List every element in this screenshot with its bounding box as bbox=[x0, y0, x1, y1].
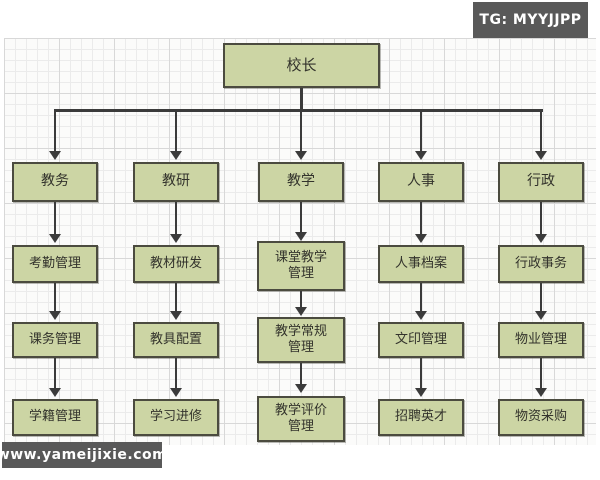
node-course-affairs-management: 课务管理 bbox=[12, 322, 98, 358]
node-study-further-training: 学习进修 bbox=[133, 399, 219, 436]
connector-arrowhead bbox=[170, 151, 182, 160]
connector-arrowhead bbox=[295, 232, 307, 241]
connector-col5-c bbox=[540, 358, 542, 388]
connector-root-stem bbox=[300, 88, 303, 111]
node-classroom-teaching-management: 课堂教学 管理 bbox=[257, 241, 345, 291]
node-administration: 行政 bbox=[498, 162, 584, 202]
connector-col1-c bbox=[54, 358, 56, 388]
connector-arrowhead bbox=[295, 307, 307, 316]
node-academic-affairs: 教务 bbox=[12, 162, 98, 202]
node-teaching-evaluation-management: 教学评价 管理 bbox=[257, 396, 345, 442]
connector-col3-c bbox=[300, 363, 302, 384]
node-personnel: 人事 bbox=[378, 162, 464, 202]
connector-arrowhead bbox=[415, 388, 427, 397]
node-principal: 校长 bbox=[223, 43, 380, 88]
connector-col5-a bbox=[540, 202, 542, 235]
connector-col2-a bbox=[175, 202, 177, 235]
telegram-watermark-badge: TG: MYYJJPP bbox=[473, 2, 588, 38]
connector-arrowhead bbox=[170, 311, 182, 320]
node-student-records-management: 学籍管理 bbox=[12, 399, 98, 436]
connector-arrowhead bbox=[295, 151, 307, 160]
connector-drop-1 bbox=[54, 110, 56, 151]
connector-col3-a bbox=[300, 202, 302, 233]
connector-col4-c bbox=[420, 358, 422, 388]
node-administrative-affairs: 行政事务 bbox=[498, 245, 584, 283]
connector-col1-a bbox=[54, 202, 56, 235]
connector-arrowhead bbox=[535, 151, 547, 160]
connector-col4-a bbox=[420, 202, 422, 235]
node-printing-management: 文印管理 bbox=[378, 322, 464, 358]
connector-drop-2 bbox=[175, 110, 177, 151]
node-personnel-files: 人事档案 bbox=[378, 245, 464, 283]
connector-col5-b bbox=[540, 283, 542, 311]
connector-drop-3 bbox=[300, 110, 302, 151]
node-talent-recruitment: 招聘英才 bbox=[378, 399, 464, 436]
connector-arrowhead bbox=[415, 234, 427, 243]
connector-col4-b bbox=[420, 283, 422, 311]
connector-arrowhead bbox=[535, 388, 547, 397]
connector-branch-bar bbox=[54, 109, 543, 112]
connector-col2-c bbox=[175, 358, 177, 388]
node-attendance-management: 考勤管理 bbox=[12, 245, 98, 283]
node-material-procurement: 物资采购 bbox=[498, 399, 584, 436]
connector-arrowhead bbox=[49, 311, 61, 320]
connector-arrowhead bbox=[535, 234, 547, 243]
connector-arrowhead bbox=[415, 311, 427, 320]
connector-drop-4 bbox=[420, 110, 422, 151]
connector-arrowhead bbox=[535, 311, 547, 320]
connector-arrowhead bbox=[295, 384, 307, 393]
node-teaching-material-rd: 教材研发 bbox=[133, 245, 219, 283]
node-teaching: 教学 bbox=[258, 162, 344, 202]
node-teaching-aids-configuration: 教具配置 bbox=[133, 322, 219, 358]
connector-arrowhead bbox=[49, 234, 61, 243]
connector-col2-b bbox=[175, 283, 177, 311]
connector-arrowhead bbox=[49, 388, 61, 397]
connector-arrowhead bbox=[170, 234, 182, 243]
connector-col3-b bbox=[300, 291, 302, 307]
connector-col1-b bbox=[54, 283, 56, 311]
node-teaching-research: 教研 bbox=[133, 162, 219, 202]
node-teaching-routine-management: 教学常规 管理 bbox=[257, 317, 345, 363]
connector-drop-5 bbox=[540, 110, 542, 151]
connector-arrowhead bbox=[49, 151, 61, 160]
connector-arrowhead bbox=[170, 388, 182, 397]
node-property-management: 物业管理 bbox=[498, 322, 584, 358]
website-watermark: www.yameijixie.com bbox=[0, 442, 167, 468]
connector-arrowhead bbox=[415, 151, 427, 160]
